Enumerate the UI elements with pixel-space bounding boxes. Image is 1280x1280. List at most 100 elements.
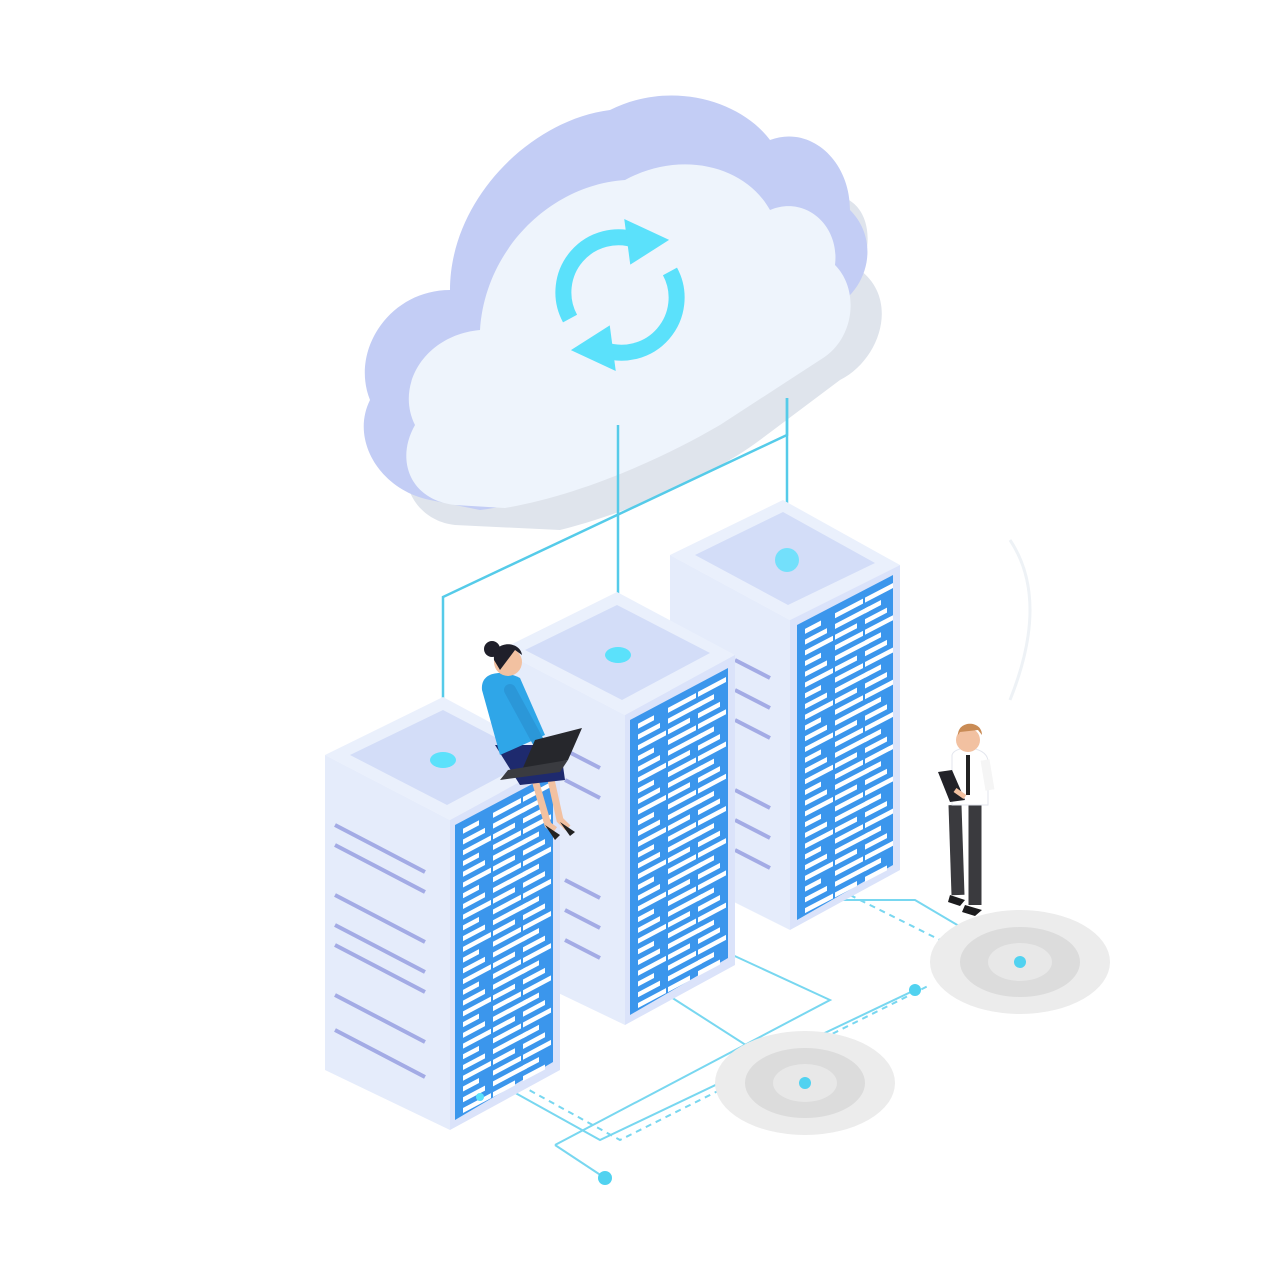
rack-slot — [835, 687, 857, 705]
rack-slot — [638, 940, 654, 955]
rack-slot — [493, 837, 527, 861]
rack-slot — [698, 733, 720, 751]
rack-slot — [835, 655, 857, 672]
rack-slot — [493, 1031, 527, 1055]
rack-slot — [668, 950, 696, 971]
rack-slot — [835, 638, 869, 662]
rack-slot — [835, 864, 869, 887]
rack-right-slots — [805, 583, 893, 914]
rack-slot — [463, 867, 491, 888]
rack-slot — [638, 859, 666, 880]
rack-slot — [698, 959, 720, 977]
rack-slot — [463, 852, 479, 866]
rack-slot — [523, 1039, 551, 1060]
rack-slot — [668, 749, 690, 767]
rack-slot — [493, 1063, 527, 1087]
person-standing-with-tablet — [938, 723, 995, 916]
rack-slot — [493, 854, 515, 872]
rack-slot — [805, 853, 827, 871]
rack-slot — [638, 811, 654, 826]
rack-slot — [805, 789, 827, 806]
rack-slot — [523, 1024, 539, 1039]
rack-slot — [865, 728, 881, 743]
rack-slot — [668, 789, 696, 810]
circuit-line-7 — [849, 894, 951, 946]
rack-slot — [698, 919, 714, 934]
rack-slot — [668, 829, 702, 853]
rack-slot — [638, 779, 654, 794]
rack-slot — [638, 787, 660, 804]
rack-slot — [523, 903, 545, 921]
circuit-dot-end — [598, 1171, 612, 1185]
hotspot-right — [930, 910, 1110, 1014]
rack-slot — [835, 727, 863, 748]
rack-slot — [638, 955, 666, 976]
rack-slot — [493, 805, 527, 829]
rack-slot — [638, 827, 666, 847]
rack-slot — [463, 932, 491, 952]
rack-slot — [865, 639, 887, 657]
rack-slot — [668, 700, 702, 724]
rack-slot — [805, 846, 821, 860]
rack-slot — [865, 793, 881, 807]
rack-slot — [493, 991, 521, 1012]
rack-slot — [835, 856, 863, 876]
rack-slot — [805, 700, 833, 720]
rack-slot — [698, 927, 720, 944]
cloud — [363, 95, 882, 530]
rack-slot — [805, 885, 827, 903]
rack-slot — [523, 863, 539, 878]
rack-slot — [638, 762, 666, 783]
rack-slot — [835, 630, 863, 651]
rack-slot — [805, 878, 821, 892]
rack-slot — [865, 800, 887, 818]
rack-slot — [865, 825, 881, 839]
rack-slot — [805, 861, 833, 881]
rack-slot — [463, 892, 485, 909]
rack-slot — [523, 935, 545, 953]
rack-slot — [493, 887, 515, 904]
person-sitting-with-laptop — [481, 641, 582, 840]
rack-slot — [835, 824, 863, 844]
rack-slot — [638, 730, 666, 751]
sync-arrows-icon — [555, 218, 685, 372]
rack-slot — [668, 782, 690, 799]
rack-slot — [865, 776, 893, 796]
rack-slot — [805, 796, 833, 817]
rack-slot — [865, 615, 893, 635]
rack-slot — [668, 943, 690, 960]
hotspot-center — [715, 1031, 895, 1135]
rack-slot — [668, 854, 696, 874]
rack-slot — [523, 846, 551, 867]
rack-slot — [638, 747, 654, 761]
rack-slot — [668, 717, 690, 735]
rack-slot — [463, 820, 479, 834]
rack-slot — [698, 694, 714, 708]
rack-slot — [805, 813, 821, 828]
rack-slot — [865, 599, 881, 614]
rack-slot — [523, 871, 545, 888]
rack-slot — [668, 958, 702, 982]
rack-slot — [493, 902, 527, 926]
rack-slot — [463, 988, 485, 1006]
rack-slot — [835, 735, 869, 758]
rack-slot — [835, 759, 863, 780]
rack-slot — [463, 1013, 479, 1028]
rack-slot — [698, 758, 714, 773]
rack-slot — [638, 908, 654, 923]
rack-slot — [638, 722, 660, 740]
rack-slot — [805, 821, 827, 838]
rack-slot — [638, 715, 654, 729]
rack-slot — [523, 910, 551, 931]
rack-slot — [835, 799, 869, 823]
rack-slot — [463, 860, 485, 877]
rack-slot — [668, 797, 702, 821]
rack-slot — [463, 835, 491, 856]
rack-slot — [463, 1085, 485, 1103]
rack-slot — [698, 934, 726, 955]
rack-slot — [463, 916, 479, 931]
rack-slot — [493, 797, 521, 818]
rack-slot — [638, 851, 660, 869]
circuit-line-3 — [554, 939, 833, 1146]
rack-slot — [865, 833, 887, 850]
